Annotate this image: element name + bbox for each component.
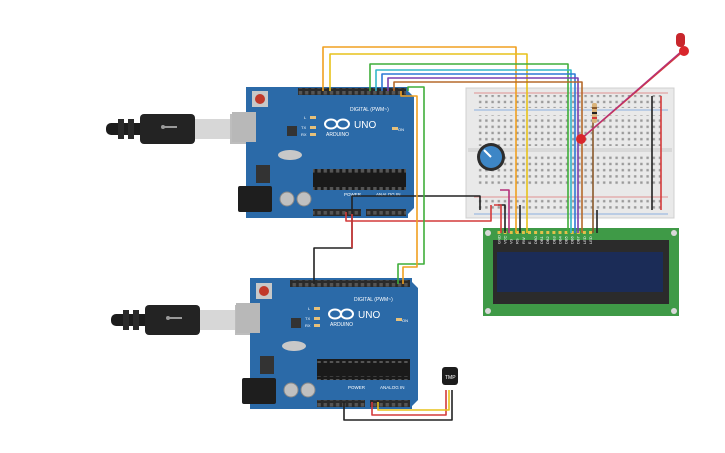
wire-sensor-gnd[interactable] <box>343 390 453 421</box>
reset-button-bottom[interactable] <box>256 283 272 299</box>
sensor-label: TMP <box>445 375 456 381</box>
board-model-bottom: UNO <box>358 310 380 321</box>
lcd-pin-7[interactable] <box>534 231 538 234</box>
lcd-pin-label: DB0 <box>533 235 538 244</box>
atmega-chip-bottom <box>317 359 410 380</box>
brand-label-top: ARDUINO <box>326 132 349 138</box>
tx-label-bottom: TX <box>305 316 310 321</box>
wire-orange-link[interactable] <box>400 91 418 284</box>
lcd-pin-label: E <box>527 241 532 244</box>
lcd-pin-10[interactable] <box>552 231 556 234</box>
wire-magenta-v0[interactable] <box>500 189 510 233</box>
lcd-pin-13[interactable] <box>570 231 574 234</box>
wire-sensor-signal[interactable] <box>377 390 450 411</box>
led-red[interactable] <box>576 33 689 144</box>
lcd-pin-label: RW <box>521 237 526 244</box>
wire-vcc-lcd[interactable] <box>494 204 502 233</box>
analog-label-top: ANALOG IN <box>376 192 401 197</box>
lcd-pin-label: GND <box>496 235 501 244</box>
wire-gnd-link[interactable] <box>313 212 353 284</box>
arduino-logo-top <box>324 118 350 130</box>
wires <box>313 46 662 421</box>
lcd-pin-label: DB2 <box>545 235 550 244</box>
led-l-label-top: L <box>304 115 307 120</box>
wire-purple-top[interactable] <box>387 77 579 233</box>
atmega-chip-top <box>313 169 406 190</box>
wire-orange-top[interactable] <box>322 46 517 233</box>
lcd-pin-6[interactable] <box>528 231 531 234</box>
tx-label-top: TX <box>301 125 306 130</box>
lcd-pin-16[interactable] <box>589 231 592 234</box>
lcd-screen <box>497 252 663 292</box>
wire-green-link[interactable] <box>397 86 425 284</box>
lcd-pin-label: DB6 <box>570 235 575 244</box>
lcd-pin-label: VCC <box>503 235 508 244</box>
on-label-top: ON <box>398 127 404 132</box>
led-l-label-bottom: L <box>308 306 311 311</box>
wire-brown-top[interactable] <box>393 81 583 233</box>
wire-gnd-top[interactable] <box>351 195 481 212</box>
wire-5v-top[interactable] <box>345 205 492 222</box>
lcd-pin-label: DB5 <box>564 235 569 244</box>
lcd-pin-label: DB1 <box>539 235 544 244</box>
lcd-pin-5[interactable] <box>521 231 525 234</box>
lcd-pin-label: LED <box>588 236 593 244</box>
wire-sensor-vcc[interactable] <box>371 390 447 416</box>
lcd-pin-15[interactable] <box>582 231 586 234</box>
lcd-pin-3[interactable] <box>509 231 513 234</box>
lcd-pin-1[interactable] <box>497 231 501 234</box>
wire-yellow-top[interactable] <box>329 53 528 233</box>
arduino-uno-bottom[interactable]: DIGITAL (PWM~) UNO ARDUINO L TX RX ON PO… <box>236 278 418 409</box>
lcd-pin-8[interactable] <box>540 231 544 234</box>
wire-blue-top[interactable] <box>381 73 576 233</box>
rx-label-bottom: RX <box>305 323 311 328</box>
board-model-top: UNO <box>354 120 376 131</box>
lcd-pin-4[interactable] <box>515 231 519 234</box>
lcd-pin-label: DB4 <box>557 235 562 244</box>
lcd-pin-label: DB7 <box>576 235 581 244</box>
potentiometer[interactable] <box>477 143 505 171</box>
lcd-pin-11[interactable] <box>558 231 562 234</box>
wire-green-top[interactable] <box>369 63 569 233</box>
reset-button-top[interactable] <box>252 91 268 107</box>
on-label-bottom: ON <box>402 318 408 323</box>
digital-header-label-bottom: DIGITAL (PWM~) <box>354 297 393 303</box>
analog-label-bottom: ANALOG IN <box>380 385 405 390</box>
rx-label-top: RX <box>301 132 307 137</box>
power-label-top: POWER <box>344 192 362 197</box>
lcd-pin-9[interactable] <box>546 231 550 234</box>
lcd-pin-label: DB3 <box>551 235 556 244</box>
wire-cyan-top[interactable] <box>375 69 572 233</box>
resistor[interactable] <box>592 103 597 123</box>
lcd-pin-12[interactable] <box>564 231 568 234</box>
brand-label-bottom: ARDUINO <box>330 322 353 328</box>
lcd-pin-label: V0 <box>509 238 514 244</box>
power-label-bottom: POWER <box>348 385 366 390</box>
arduino-uno-top[interactable]: DIGITAL (PWM~) UNO ARDUINO L TX RX ON PO… <box>232 87 414 218</box>
lcd-pin-label: LED <box>582 236 587 244</box>
tmp36-sensor[interactable]: TMP <box>442 367 458 385</box>
lcd-pin-label: RS <box>515 238 520 244</box>
arduino-logo-bottom <box>328 308 354 320</box>
digital-header-label-top: DIGITAL (PWM~) <box>350 107 389 113</box>
